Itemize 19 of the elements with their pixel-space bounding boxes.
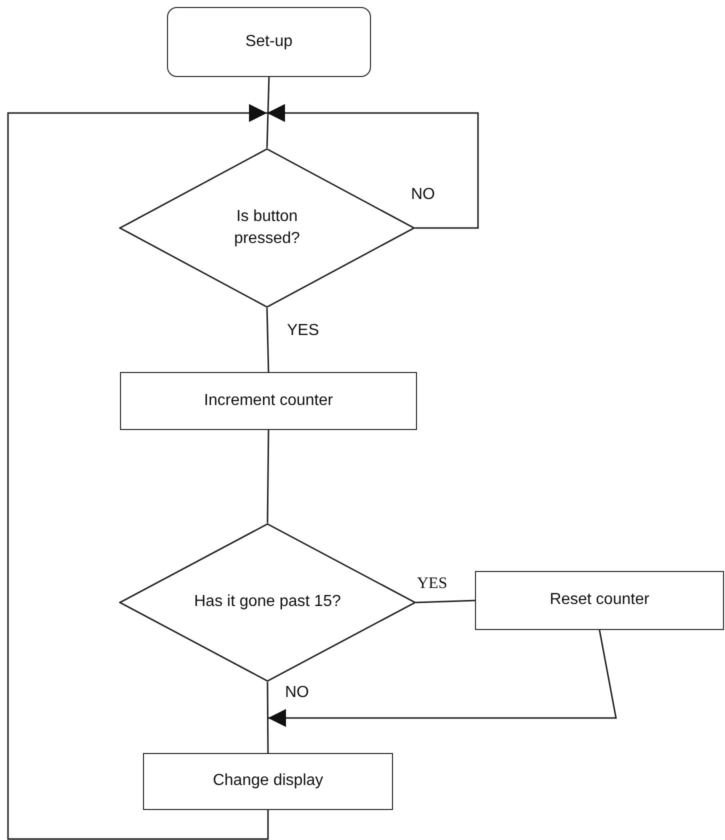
node-label: Reset counter — [550, 590, 650, 610]
process-box — [143, 753, 393, 810]
process-box — [120, 372, 417, 430]
decision-diamond — [119, 523, 416, 682]
node-label: Increment counter — [204, 390, 333, 411]
node-label: Set-up — [245, 32, 293, 52]
connector-line — [416, 600, 476, 604]
connector-line — [266, 430, 270, 523]
arrow — [268, 630, 617, 727]
arrow — [267, 104, 479, 229]
connector-line — [266, 682, 269, 753]
terminal-box — [167, 7, 371, 77]
arrow — [7, 104, 269, 840]
connector-line — [266, 76, 270, 148]
node-label: Has it gone past 15? — [194, 592, 341, 612]
node-label: Change display — [212, 771, 324, 792]
node-label: Is button pressed? — [233, 206, 301, 249]
connector-line — [266, 308, 270, 372]
process-box — [475, 571, 724, 630]
